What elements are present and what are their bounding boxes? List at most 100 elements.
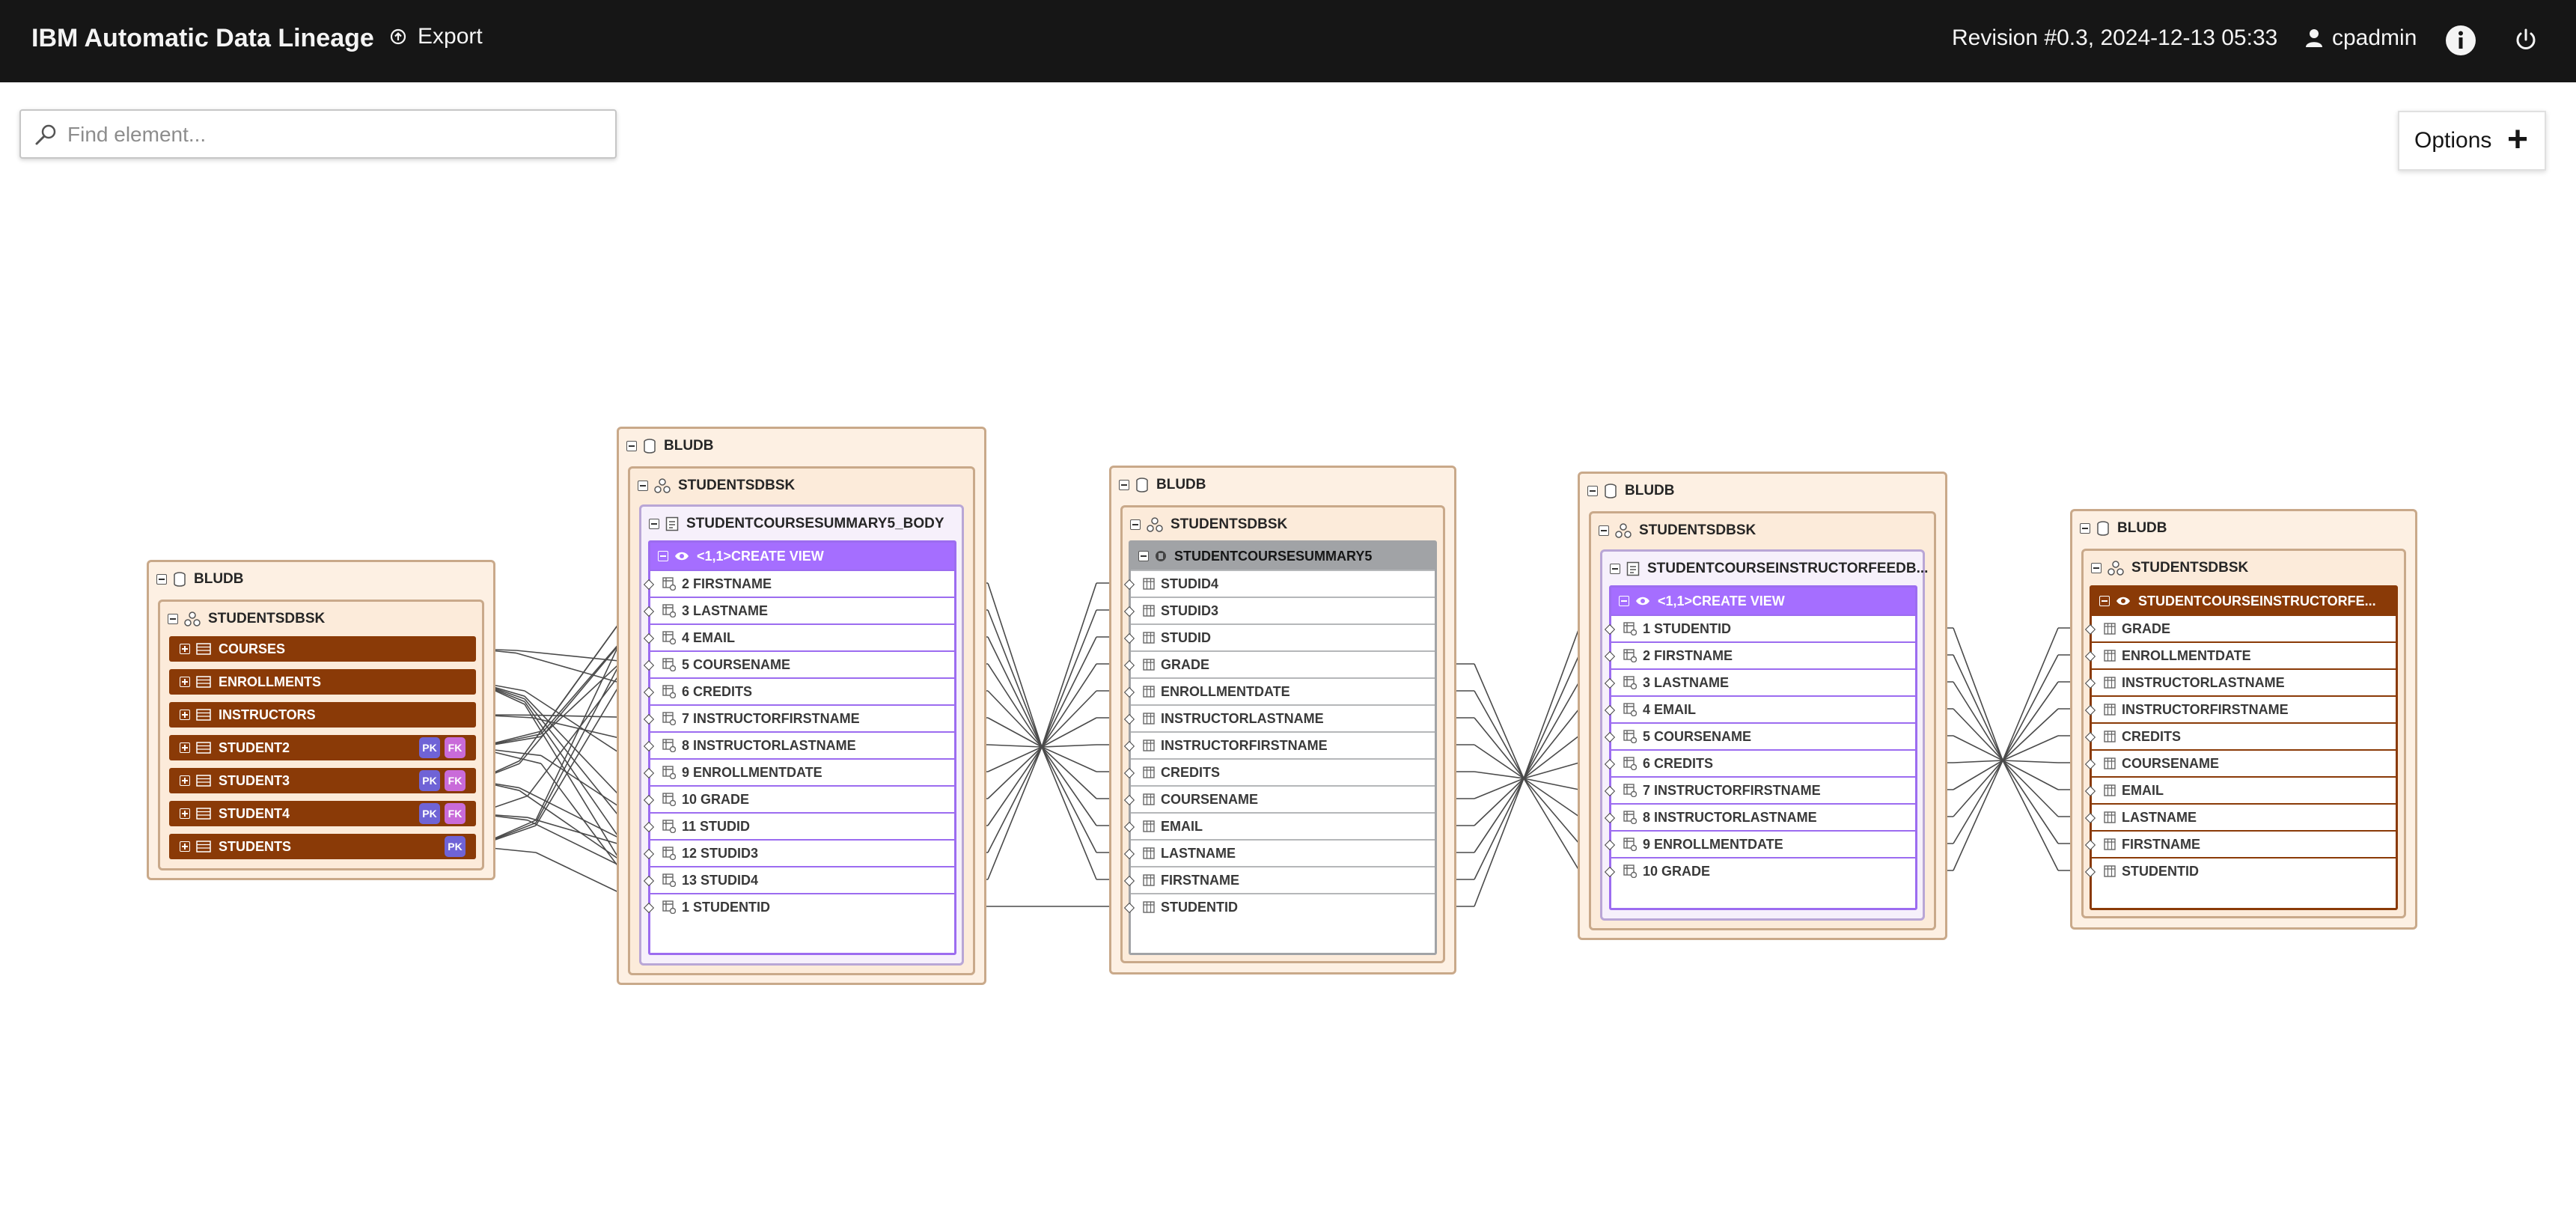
column-row[interactable]: 7 INSTRUCTORFIRSTNAME <box>643 704 954 731</box>
lineage-edge <box>1953 708 2003 761</box>
column-row[interactable]: 4 EMAIL <box>1604 695 1915 722</box>
collapse-toggle[interactable] <box>626 441 637 451</box>
table-header[interactable]: STUDENTCOURSEINSTRUCTORFE... <box>2092 588 2396 614</box>
column-row[interactable]: EMAIL <box>1123 812 1435 839</box>
expand-toggle[interactable] <box>180 775 190 786</box>
user-menu[interactable]: cpadmin <box>2305 25 2417 51</box>
search-box[interactable] <box>19 109 617 159</box>
column-row[interactable]: COURSENAME <box>2084 749 2396 776</box>
column-row[interactable]: 2 FIRSTNAME <box>643 570 954 597</box>
expand-toggle[interactable] <box>180 841 190 852</box>
export-button[interactable]: Export <box>389 24 483 49</box>
column-row[interactable]: 6 CREDITS <box>643 677 954 704</box>
column-row[interactable]: INSTRUCTORFIRSTNAME <box>1123 731 1435 758</box>
expand-toggle[interactable] <box>180 644 190 654</box>
column-row[interactable]: LASTNAME <box>1123 839 1435 866</box>
source-table-row[interactable]: ENROLLMENTS <box>169 669 476 695</box>
column-row[interactable]: 4 EMAIL <box>643 623 954 650</box>
collapse-toggle[interactable] <box>1610 564 1620 574</box>
expand-toggle[interactable] <box>180 710 190 720</box>
column-row[interactable]: 8 INSTRUCTORLASTNAME <box>1604 803 1915 830</box>
collapse-toggle[interactable] <box>1138 551 1149 561</box>
column-icon <box>2104 865 2116 877</box>
collapse-toggle[interactable] <box>638 481 648 491</box>
schema-icon <box>2108 561 2124 576</box>
column-row[interactable]: 7 INSTRUCTORFIRSTNAME <box>1604 776 1915 803</box>
column-row[interactable]: 8 INSTRUCTORLASTNAME <box>643 731 954 758</box>
column-row[interactable]: 3 LASTNAME <box>1604 668 1915 695</box>
collapse-toggle[interactable] <box>649 519 659 529</box>
collapse-toggle[interactable] <box>2080 523 2090 534</box>
column-row[interactable]: STUDID <box>1123 623 1435 650</box>
column-row[interactable]: 13 STUDID4 <box>643 866 954 893</box>
column-name: GRADE <box>1161 656 1210 672</box>
collapse-toggle[interactable] <box>1119 480 1129 490</box>
statement-label: <1,1>CREATE VIEW <box>1658 593 1785 609</box>
search-input[interactable] <box>66 115 608 154</box>
column-row[interactable]: LASTNAME <box>2084 803 2396 830</box>
column-row[interactable]: 1 STUDENTID <box>1604 614 1915 641</box>
column-row[interactable]: 9 ENROLLMENTDATE <box>643 758 954 785</box>
column-row[interactable]: STUDID4 <box>1123 570 1435 597</box>
column-row[interactable]: 1 STUDENTID <box>643 893 954 920</box>
collapse-toggle[interactable] <box>2099 596 2110 606</box>
column-row[interactable]: EMAIL <box>2084 776 2396 803</box>
column-row[interactable]: INSTRUCTORLASTNAME <box>1123 704 1435 731</box>
column-row[interactable]: ENROLLMENTDATE <box>1123 677 1435 704</box>
column-row[interactable]: 12 STUDID3 <box>643 839 954 866</box>
column-row[interactable]: 2 FIRSTNAME <box>1604 641 1915 668</box>
column-icon <box>1623 703 1637 716</box>
column-row[interactable]: STUDID3 <box>1123 597 1435 623</box>
expand-toggle[interactable] <box>180 742 190 753</box>
column-row[interactable]: GRADE <box>2084 614 2396 641</box>
source-table-row[interactable]: INSTRUCTORS <box>169 702 476 728</box>
lineage-edge <box>2002 735 2059 761</box>
column-row[interactable]: FIRSTNAME <box>1123 866 1435 893</box>
statement-header[interactable]: <1,1>CREATE VIEW <box>1611 588 1915 614</box>
column-row[interactable]: 6 CREDITS <box>1604 749 1915 776</box>
column-icon <box>1623 676 1637 689</box>
column-name: 1 STUDENTID <box>682 899 771 915</box>
collapse-toggle[interactable] <box>658 551 668 561</box>
collapse-toggle[interactable] <box>156 574 167 585</box>
table-icon <box>196 808 211 820</box>
table-header[interactable]: STUDENTCOURSESUMMARY5 <box>1131 543 1435 570</box>
options-button[interactable]: Options + <box>2398 111 2546 171</box>
column-name: INSTRUCTORFIRSTNAME <box>1161 737 1328 753</box>
collapse-toggle[interactable] <box>168 614 178 624</box>
lineage-edge <box>1041 744 1097 748</box>
column-row[interactable]: 3 LASTNAME <box>643 597 954 623</box>
column-row[interactable]: GRADE <box>1123 650 1435 677</box>
column-row[interactable]: STUDENTID <box>1123 893 1435 920</box>
source-table-row[interactable]: COURSES <box>169 636 476 662</box>
column-row[interactable]: INSTRUCTORLASTNAME <box>2084 668 2396 695</box>
column-row[interactable]: 9 ENROLLMENTDATE <box>1604 830 1915 857</box>
column-row[interactable]: FIRSTNAME <box>2084 830 2396 857</box>
power-icon[interactable] <box>2512 27 2539 58</box>
column-row[interactable]: 11 STUDID <box>643 812 954 839</box>
column-row[interactable]: 10 GRADE <box>643 785 954 812</box>
collapse-toggle[interactable] <box>1599 525 1609 536</box>
column-row[interactable]: STUDENTID <box>2084 857 2396 884</box>
expand-toggle[interactable] <box>180 677 190 687</box>
lineage-edge <box>1523 778 1580 844</box>
column-row[interactable]: CREDITS <box>1123 758 1435 785</box>
collapse-toggle[interactable] <box>1587 486 1598 496</box>
collapse-toggle[interactable] <box>2091 563 2102 573</box>
column-row[interactable]: INSTRUCTORFIRSTNAME <box>2084 695 2396 722</box>
expand-toggle[interactable] <box>180 808 190 819</box>
column-row[interactable]: 10 GRADE <box>1604 857 1915 884</box>
column-row[interactable]: COURSENAME <box>1123 785 1435 812</box>
collapse-toggle[interactable] <box>1130 519 1141 530</box>
column-row[interactable]: CREDITS <box>2084 722 2396 749</box>
info-icon[interactable] <box>2444 24 2477 61</box>
column-row[interactable]: 5 COURSENAME <box>1604 722 1915 749</box>
column-row[interactable]: 5 COURSENAME <box>643 650 954 677</box>
collapse-toggle[interactable] <box>1619 596 1629 606</box>
statement-header[interactable]: <1,1>CREATE VIEW <box>650 543 954 570</box>
column-row[interactable]: ENROLLMENTDATE <box>2084 641 2396 668</box>
